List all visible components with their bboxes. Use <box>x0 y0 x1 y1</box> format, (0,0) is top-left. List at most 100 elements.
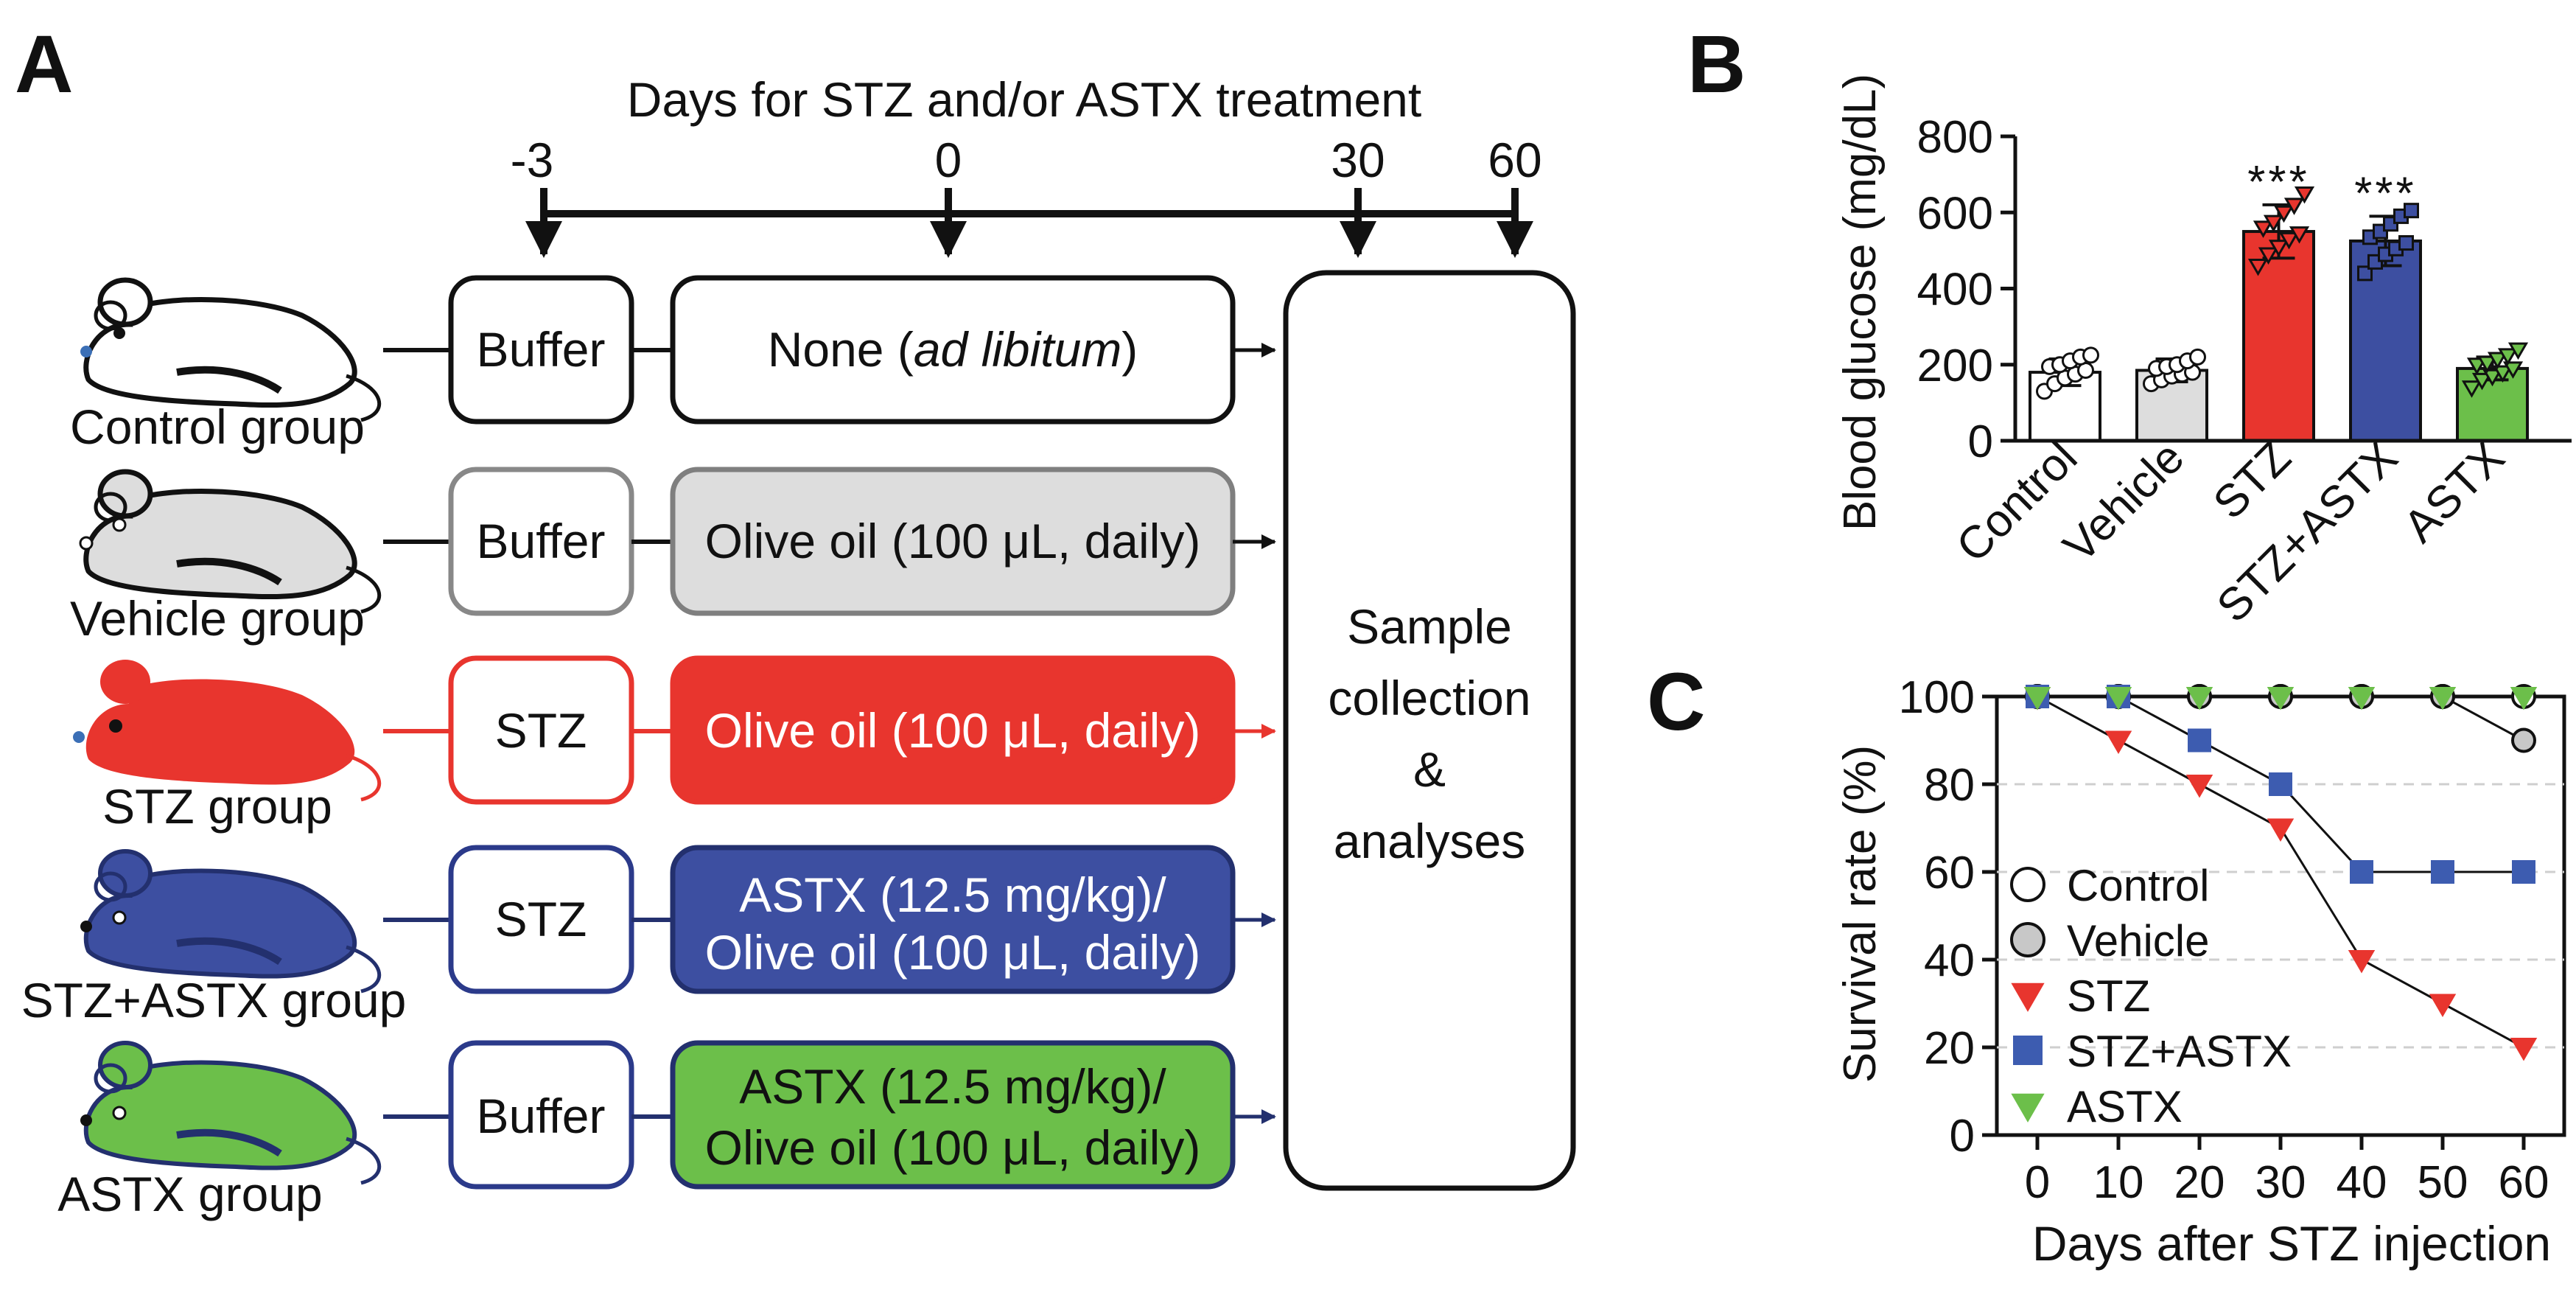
timeline-title: Days for STZ and/or ASTX treatment <box>627 72 1421 127</box>
data-point <box>2082 346 2099 364</box>
bar <box>2242 230 2315 442</box>
timeline-axis <box>525 188 1533 258</box>
mouse-icon <box>80 277 382 422</box>
data-point <box>2429 994 2457 1017</box>
mouse-icon <box>79 469 382 614</box>
data-point <box>2510 1038 2538 1061</box>
x-tick-label: 40 <box>2337 1157 2387 1208</box>
pretreat-label: STZ <box>495 892 587 946</box>
timeline-tick-minus3: -3 <box>511 133 554 187</box>
bar-axes <box>2013 136 2572 443</box>
bar-category-label: Vehicle <box>2054 432 2194 572</box>
legend-marker <box>2013 1036 2043 1065</box>
data-point <box>2512 860 2535 884</box>
group-row-stz: STZ group STZ Olive oil (100 μL, daily) <box>73 655 1276 834</box>
bar-y-tick-label: 600 <box>1917 188 1993 239</box>
group-row-control: Control group Buffer None (ad libitum) <box>70 275 1276 454</box>
data-point <box>2461 380 2482 398</box>
bar-y-tick-label: 200 <box>1917 341 1993 391</box>
data-point <box>2258 247 2279 265</box>
legend-marker <box>2010 922 2045 957</box>
y-tick-label: 60 <box>1924 848 1975 898</box>
timeline-ticks: -3 0 30 60 <box>511 133 1542 187</box>
data-point <box>2404 203 2419 219</box>
y-tick-label: 80 <box>1924 760 1975 811</box>
data-point <box>2023 687 2051 711</box>
data-point <box>2185 687 2213 711</box>
x-tick-label: 0 <box>2025 1157 2050 1208</box>
group-label: Vehicle group <box>70 591 365 646</box>
group-label: Control group <box>70 399 365 454</box>
treatment-label-line2: Olive oil (100 μL, daily) <box>705 925 1201 980</box>
data-point <box>2477 355 2498 374</box>
data-point <box>2185 775 2213 798</box>
data-point <box>2253 220 2274 238</box>
data-point <box>2267 818 2295 842</box>
mouse-icon <box>73 660 382 802</box>
data-point <box>2273 205 2295 223</box>
data-point <box>2502 361 2524 379</box>
data-point <box>2497 348 2519 366</box>
bar-marks: *** *** <box>2029 157 2529 443</box>
data-point <box>2268 240 2289 257</box>
x-tick-label: 50 <box>2418 1157 2468 1208</box>
group-row-astx: ASTX group Buffer ASTX (12.5 mg/kg)/ Oli… <box>57 1040 1276 1221</box>
data-point <box>2511 727 2536 753</box>
data-point <box>2398 235 2414 251</box>
y-tick-label: 0 <box>1950 1111 1975 1162</box>
bar-y-tick-label: 0 <box>1968 416 1993 467</box>
endpoint-box: Sample collection & analyses <box>1283 270 1576 1191</box>
treatment-label-line1: ASTX (12.5 mg/kg)/ <box>739 868 1166 922</box>
data-point <box>2492 365 2513 383</box>
legend-label: Control <box>2067 861 2209 910</box>
data-point <box>2510 687 2538 711</box>
timeline-tick-30: 30 <box>1331 133 1385 187</box>
data-point <box>2289 226 2310 244</box>
legend-label: STZ+ASTX <box>2067 1027 2292 1076</box>
treatment-label: Olive oil (100 μL, daily) <box>705 514 1201 568</box>
pretreat-label: Buffer <box>477 1089 606 1143</box>
line-series <box>2023 684 2538 1061</box>
pretreat-label: Buffer <box>477 322 606 377</box>
data-point <box>2487 352 2508 370</box>
treatment-label: Olive oil (100 μL, daily) <box>705 703 1201 758</box>
bar-y-tick-label: 400 <box>1917 265 1993 315</box>
endpoint-line4: analyses <box>1334 814 1526 868</box>
group-label: STZ+ASTX group <box>21 973 407 1027</box>
data-point <box>2188 728 2211 753</box>
treatment-label: None (ad libitum) <box>768 322 1138 377</box>
significance-label: *** <box>2247 157 2309 208</box>
endpoint-line2: collection <box>1328 671 1530 725</box>
treatment-label-line1: ASTX (12.5 mg/kg)/ <box>739 1059 1166 1114</box>
x-tick-label: 60 <box>2499 1157 2549 1208</box>
data-point <box>2431 860 2454 884</box>
significance-label: *** <box>2354 168 2416 219</box>
data-point <box>2267 687 2295 711</box>
data-point <box>2283 198 2305 215</box>
legend-marker <box>2010 867 2045 902</box>
data-point <box>2507 342 2529 360</box>
data-point <box>2348 950 2376 974</box>
data-point <box>2350 860 2373 884</box>
legend-label: STZ <box>2067 971 2150 1021</box>
line-y-axis-label: Survival rate (%) <box>1835 745 1886 1083</box>
bar-category-label: STZ <box>2204 432 2301 529</box>
x-tick-label: 10 <box>2093 1157 2144 1208</box>
group-row-vehicle: Vehicle group Buffer Olive oil (100 μL, … <box>70 467 1276 646</box>
mouse-icon <box>80 849 382 994</box>
data-point <box>2357 265 2373 282</box>
treatment-label-line2: Olive oil (100 μL, daily) <box>705 1120 1201 1175</box>
bar-y-axis-label: Blood glucose (mg/dL) <box>1835 74 1886 531</box>
group-label: STZ group <box>102 779 332 834</box>
data-point <box>2189 348 2206 366</box>
line-x-axis-label: Days after STZ injection <box>2032 1216 2551 1271</box>
timeline-tick-0: 0 <box>935 133 962 187</box>
data-point <box>2278 231 2300 250</box>
panel-label-c: C <box>1647 657 1705 747</box>
data-point <box>2429 687 2457 711</box>
data-point <box>2471 372 2493 391</box>
